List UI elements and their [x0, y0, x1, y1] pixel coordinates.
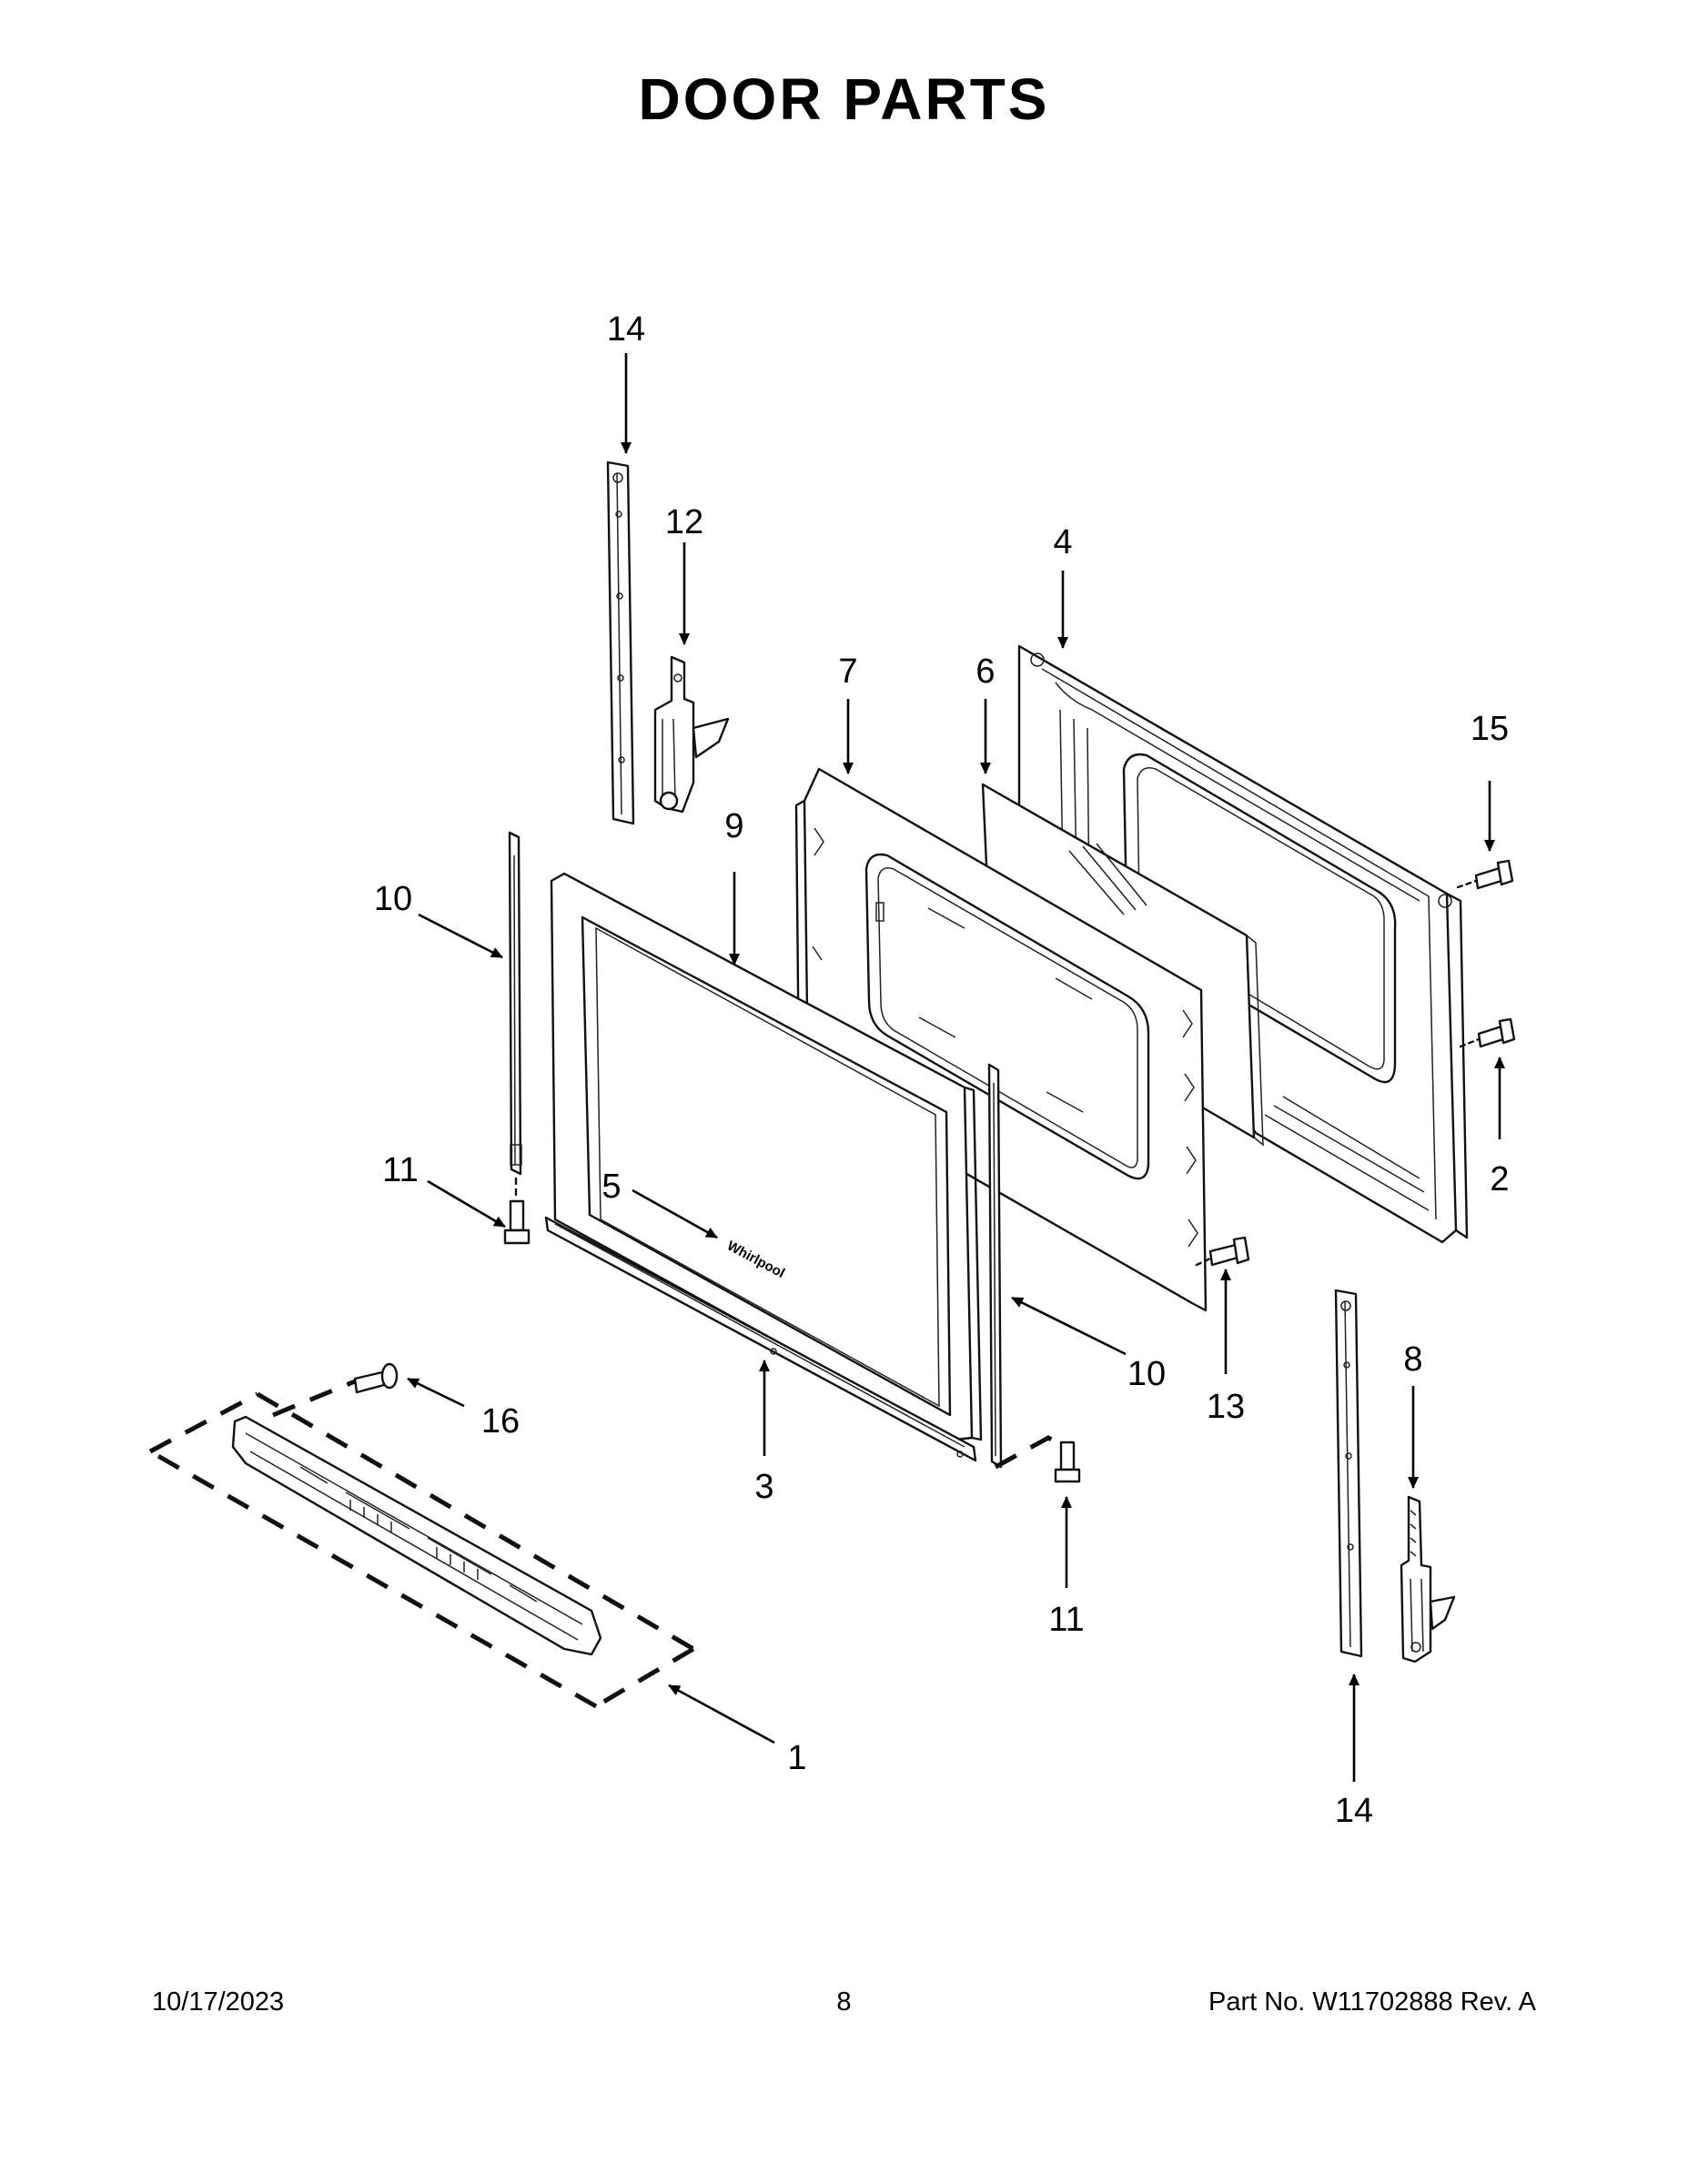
callout-11-right: 11: [1048, 1601, 1084, 1639]
screw-2-part: [1459, 1017, 1516, 1048]
screw-15-part: [1456, 859, 1514, 890]
callout-4: 4: [1053, 523, 1072, 561]
screw-11-left-part: [503, 1177, 531, 1245]
callout-labels: 14 12 4 7 6 15 9 10 11 5 2 10 13 3 16 8 …: [374, 310, 1510, 1830]
callout-14-bottom: 14: [1335, 1792, 1373, 1830]
callout-14-top: 14: [607, 310, 645, 349]
callout-10-right: 10: [1127, 1355, 1166, 1393]
side-trim-right-part: [987, 1063, 1003, 1469]
callout-10-left: 10: [374, 880, 412, 918]
screw-11-right-part: [994, 1435, 1081, 1483]
bottom-trim-part: [544, 1216, 977, 1462]
callout-arrows: [407, 353, 1505, 1782]
callout-1: 1: [787, 1739, 806, 1777]
callout-13: 13: [1207, 1388, 1245, 1426]
callout-15: 15: [1471, 710, 1509, 748]
callout-16: 16: [481, 1402, 520, 1441]
hinge-bottom-part: [1400, 1495, 1456, 1663]
callout-11-left: 11: [382, 1151, 418, 1189]
hinge-receiver-top-part: [606, 460, 635, 825]
page-title: DOOR PARTS: [638, 66, 1050, 132]
hinge-receiver-bottom-part: [1334, 1289, 1363, 1658]
door-handle-part: [148, 1391, 695, 1709]
callout-7: 7: [838, 652, 857, 691]
footer-page-number: 8: [836, 1987, 852, 2017]
callout-12: 12: [665, 503, 703, 541]
side-trim-left-part: [508, 831, 522, 1176]
callout-8: 8: [1403, 1340, 1422, 1379]
callout-2: 2: [1490, 1160, 1509, 1198]
footer-part-number: Part No. W11702888 Rev. A: [1208, 1987, 1536, 2017]
door-frame-part: [550, 872, 983, 1441]
callout-3: 3: [754, 1468, 773, 1506]
callout-6: 6: [975, 652, 995, 691]
callout-5: 5: [601, 1168, 621, 1206]
footer-date: 10/17/2023: [152, 1987, 285, 2017]
handle-screw-part: [272, 1362, 399, 1418]
hinge-top-part: [653, 655, 730, 814]
inner-door-panel-part: [794, 767, 1208, 1312]
screw-13-part: [1195, 1236, 1250, 1267]
callout-9: 9: [724, 807, 743, 845]
